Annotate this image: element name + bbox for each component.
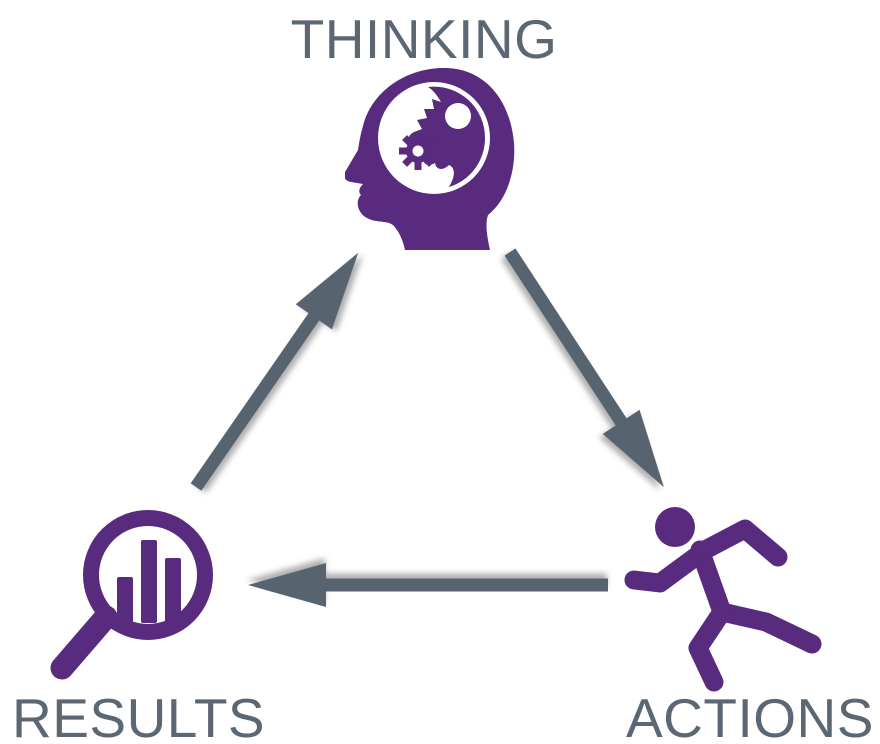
gear-dot: [445, 103, 471, 129]
arrow-actions-to-results: [248, 563, 608, 607]
arrow-thinking-to-actions: [504, 248, 664, 488]
thinking-head-gears-icon: [345, 68, 515, 250]
arrow-shape: [504, 248, 664, 488]
bar-chart-icon: [117, 540, 181, 623]
bar-right: [165, 558, 181, 623]
running-person-icon: [624, 507, 822, 692]
runner-back-leg: [688, 602, 732, 692]
arrow-results-to-thinking: [190, 252, 359, 491]
magnifier-handle: [50, 605, 118, 680]
magnifying-glass-chart-icon: [50, 510, 213, 680]
small-gear-hole: [412, 145, 424, 157]
runner-head: [655, 507, 695, 547]
magnifier-lens: [83, 510, 213, 640]
runner-back-arm: [624, 545, 708, 593]
runner-front-leg: [712, 602, 822, 654]
arrow-shape: [190, 252, 359, 491]
bar-middle: [141, 540, 157, 623]
small-gear-icon: [399, 132, 437, 170]
bar-left: [117, 577, 133, 623]
label-results: RESULTS: [12, 687, 266, 744]
label-thinking: THINKING: [290, 8, 558, 70]
arrow-shape: [248, 563, 608, 607]
label-actions: ACTIONS: [626, 687, 874, 744]
runner-front-arm: [693, 519, 788, 567]
